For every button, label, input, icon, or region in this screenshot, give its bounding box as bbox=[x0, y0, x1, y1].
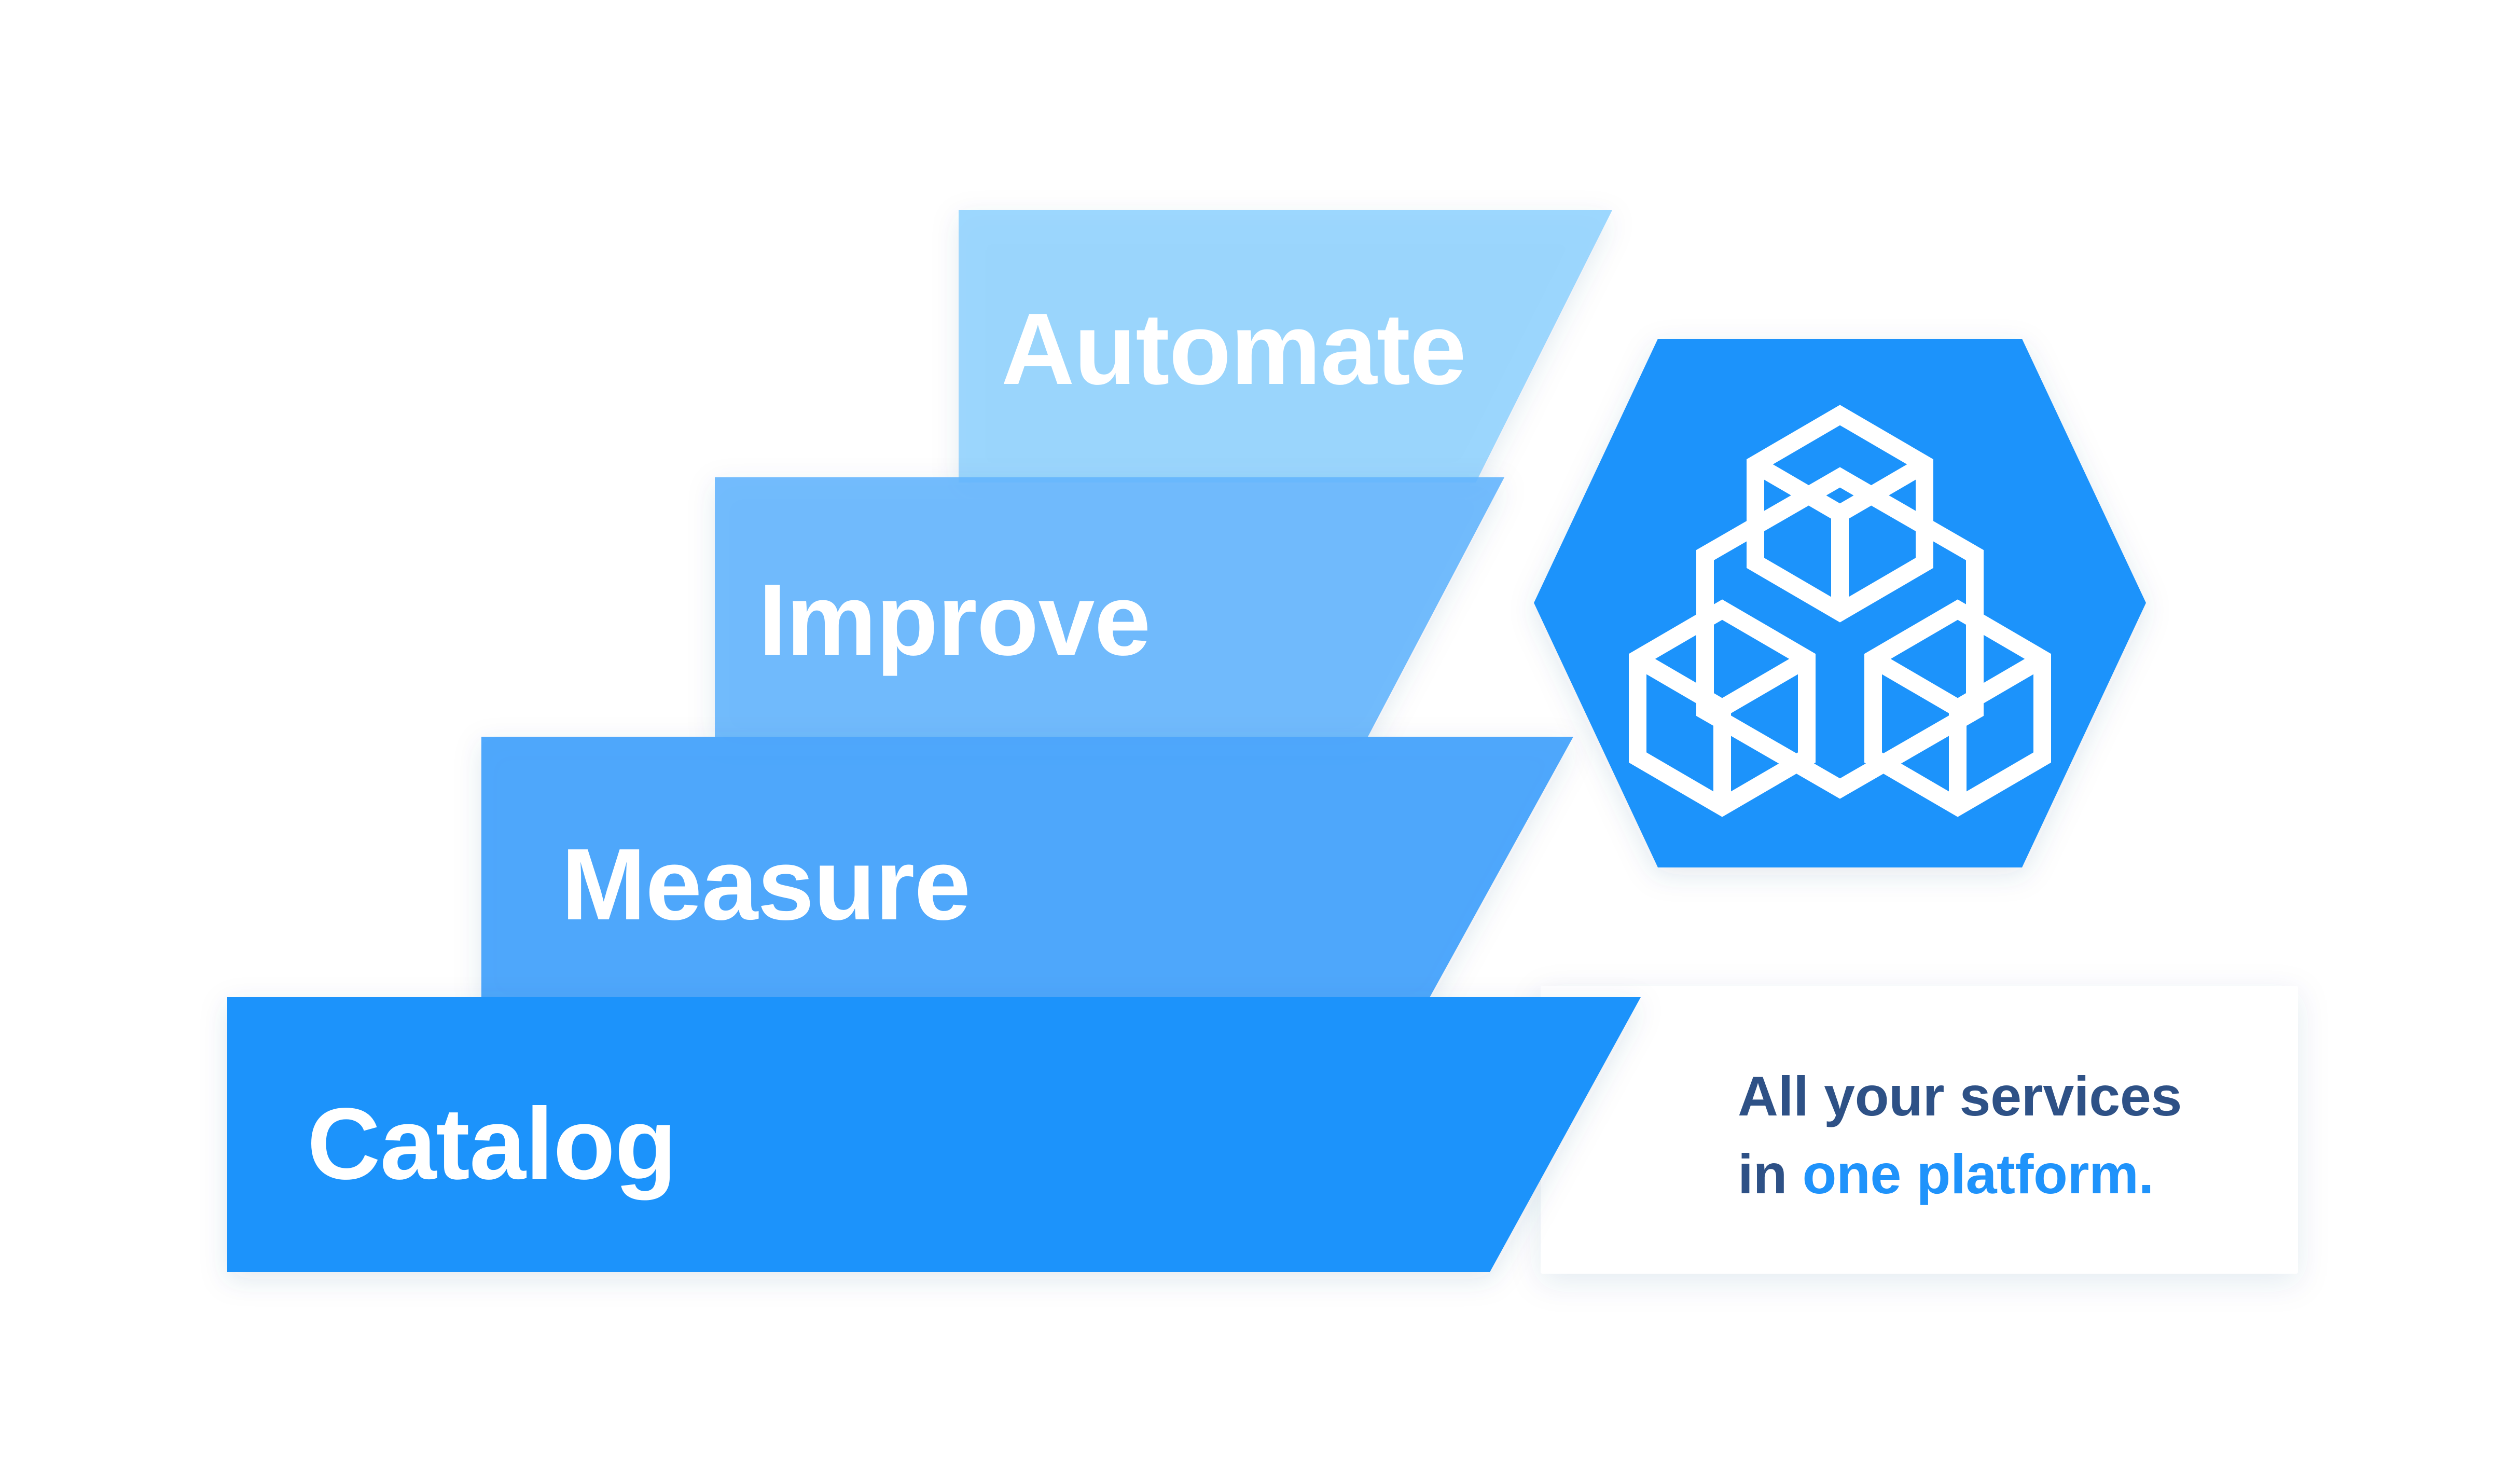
cube-top bbox=[1747, 405, 1933, 623]
platform-badge bbox=[1534, 339, 2146, 867]
step-band-catalog[interactable]: Catalog bbox=[227, 997, 1641, 1272]
cube-bottom-right bbox=[1864, 599, 2051, 817]
callout-text: All your services in one platform. bbox=[1738, 1065, 2182, 1205]
callout-line-2: in one platform. bbox=[1738, 1142, 2154, 1205]
cube-bottom-left bbox=[1629, 599, 1816, 817]
step-label-catalog: Catalog bbox=[307, 1087, 676, 1201]
step-label-automate: Automate bbox=[1001, 292, 1466, 406]
callout-line-2-accent: one platform. bbox=[1802, 1142, 2154, 1205]
step-band-catalog-shape bbox=[227, 997, 1641, 1272]
step-label-improve: Improve bbox=[758, 563, 1150, 677]
callout-card-surface bbox=[1541, 986, 2298, 1274]
callout-card bbox=[1541, 986, 2298, 1274]
callout-line-1: All your services bbox=[1738, 1065, 2182, 1127]
step-label-measure: Measure bbox=[561, 828, 970, 941]
step-band-measure-shape bbox=[481, 737, 1573, 1000]
step-band-automate-shape bbox=[959, 210, 1612, 483]
three-connected-cubes-icon bbox=[1629, 405, 2051, 817]
callout-line-2-prefix: in bbox=[1738, 1142, 1802, 1205]
step-band-automate[interactable]: Automate bbox=[959, 210, 1612, 483]
step-band-improve[interactable]: Improve bbox=[715, 477, 1504, 737]
step-band-improve-shape bbox=[715, 477, 1504, 737]
step-band-measure[interactable]: Measure bbox=[481, 737, 1573, 1000]
